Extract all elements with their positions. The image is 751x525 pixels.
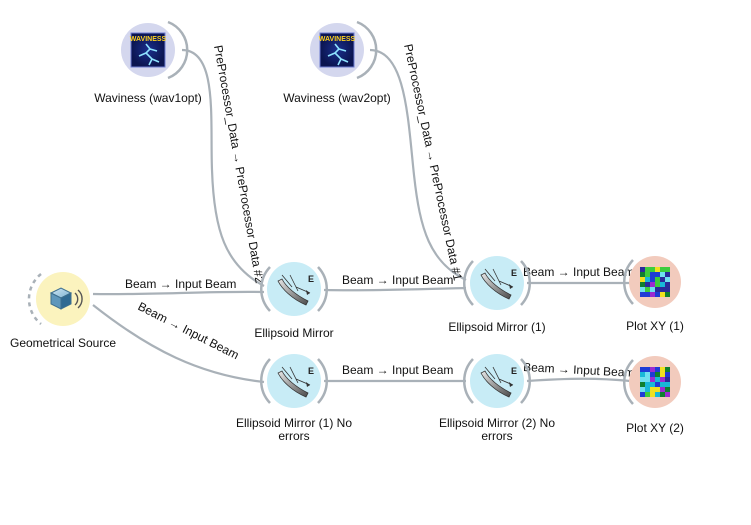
- node-ellipsoid-mirror-1-no-errors[interactable]: E Ellipsoid Mirror (1) No errors: [236, 354, 352, 443]
- link-mirror-to-mirror1[interactable]: [323, 286, 467, 292]
- ellipsoid-mirror-icon-text: E: [511, 366, 517, 376]
- waviness-icon: WAVINESS: [319, 32, 356, 68]
- node-label-geometrical-source: Geometrical Source: [10, 336, 116, 350]
- ellipsoid-mirror-icon: E: [480, 268, 517, 300]
- link-label-mirror1-to-plot1: Beam → Input Beam: [523, 265, 634, 279]
- link-label-source-to-mirror1-noerr: Beam → Input Beam: [136, 299, 242, 362]
- node-geometrical-source[interactable]: Geometrical Source: [10, 272, 116, 350]
- link-wav2-to-mirror1[interactable]: [369, 48, 467, 281]
- link-mirror2noerr-to-plot2[interactable]: [526, 377, 631, 383]
- node-ellipsoid-mirror-1[interactable]: E Ellipsoid Mirror (1): [448, 256, 546, 334]
- node-waviness-wav1opt[interactable]: WAVINESS Waviness (wav1opt): [94, 20, 202, 105]
- plot-xy-icon: [640, 267, 670, 297]
- waviness-icon-text: WAVINESS: [130, 36, 167, 43]
- node-label-ellipsoid-mirror-2-no-errors-line1: Ellipsoid Mirror (2) No: [439, 416, 555, 430]
- ellipsoid-mirror-icon: E: [277, 274, 314, 306]
- ellipsoid-mirror-icon-text: E: [308, 366, 314, 376]
- link-wav1-to-mirror[interactable]: [181, 48, 265, 287]
- node-label-ellipsoid-mirror-1-no-errors-line2: errors: [278, 429, 309, 443]
- node-ellipsoid-mirror-2-no-errors[interactable]: E Ellipsoid Mirror (2) No errors: [439, 354, 555, 443]
- node-label-plot-xy-1: Plot XY (1): [626, 319, 684, 333]
- link-label-wav2-to-mirror1: PreProcessor_Data → PreProcessor Data #1: [401, 43, 465, 282]
- node-label-ellipsoid-mirror-1: Ellipsoid Mirror (1): [448, 320, 545, 334]
- waviness-icon-text: WAVINESS: [319, 36, 356, 43]
- ellipsoid-mirror-icon-text: E: [308, 274, 314, 284]
- link-label-mirror-to-mirror1: Beam → Input Beam: [342, 273, 453, 287]
- node-ellipsoid-mirror[interactable]: E Ellipsoid Mirror: [254, 262, 334, 340]
- node-plot-xy-1[interactable]: Plot XY (1): [623, 256, 684, 333]
- node-label-ellipsoid-mirror: Ellipsoid Mirror: [254, 326, 333, 340]
- waviness-icon: WAVINESS: [130, 32, 167, 68]
- node-label-plot-xy-2: Plot XY (2): [626, 421, 684, 435]
- geometrical-source-icon: [49, 287, 83, 310]
- link-label-wav1-to-mirror: PreProcessor_Data → PreProcessor Data #2: [211, 44, 267, 285]
- plot-xy-icon: [640, 367, 670, 397]
- node-label-ellipsoid-mirror-1-no-errors-line1: Ellipsoid Mirror (1) No: [236, 416, 352, 430]
- link-source-to-mirror1-noerr[interactable]: [92, 304, 265, 384]
- link-source-to-mirror[interactable]: [92, 290, 265, 296]
- link-label-mirror1noerr-to-mirror2noerr: Beam → Input Beam: [342, 363, 453, 377]
- ellipsoid-mirror-icon: E: [277, 366, 314, 398]
- ellipsoid-mirror-icon-text: E: [511, 268, 517, 278]
- node-label-ellipsoid-mirror-2-no-errors-line2: errors: [481, 429, 512, 443]
- node-label-waviness-wav2opt: Waviness (wav2opt): [283, 91, 391, 105]
- node-label-waviness-wav1opt: Waviness (wav1opt): [94, 91, 202, 105]
- node-plot-xy-2[interactable]: Plot XY (2): [623, 356, 684, 435]
- link-label-mirror2noerr-to-plot2: Beam → Input Beam: [523, 360, 635, 380]
- node-waviness-wav2opt[interactable]: WAVINESS Waviness (wav2opt): [283, 20, 391, 105]
- link-label-source-to-mirror: Beam → Input Beam: [125, 277, 236, 291]
- ellipsoid-mirror-icon: E: [480, 366, 517, 398]
